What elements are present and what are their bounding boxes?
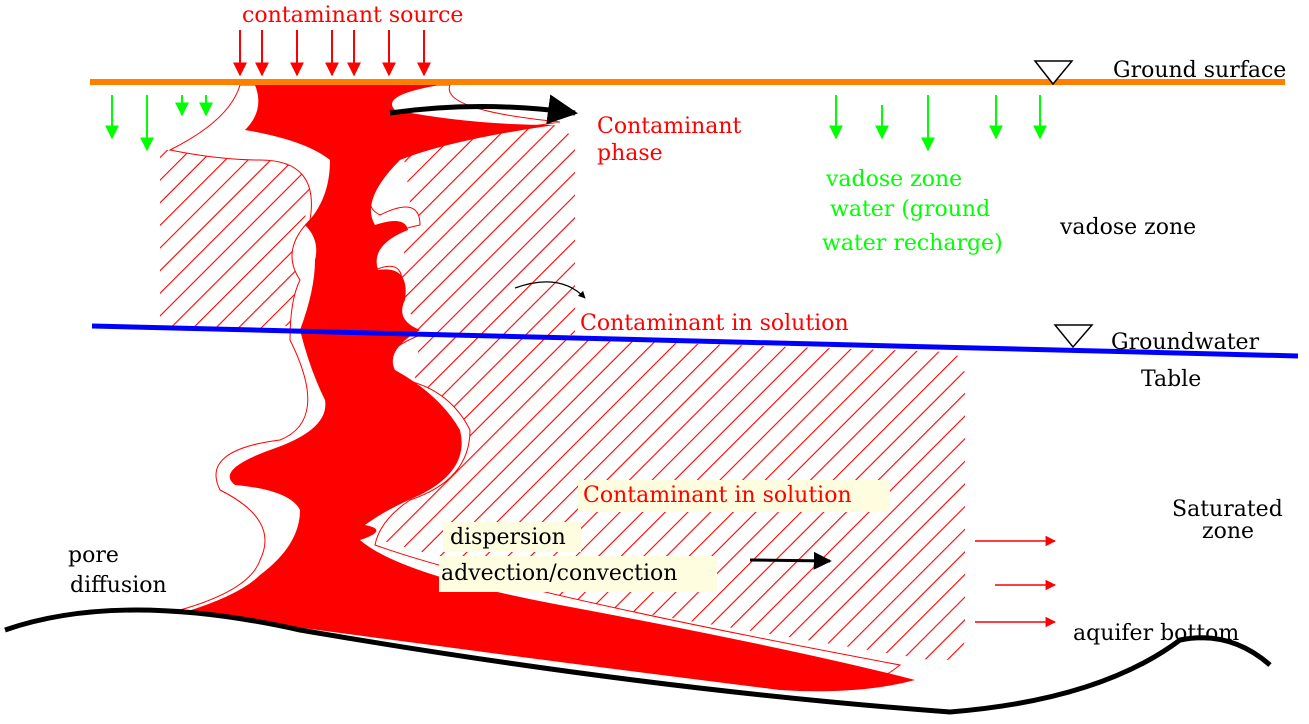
groundwater-label-2: Table <box>1141 367 1201 392</box>
dispersion-label: dispersion <box>450 525 566 550</box>
aquifer-bottom-line <box>4 607 1272 715</box>
contaminant-source-label: contaminant source <box>242 3 463 28</box>
vadose-solution-hatch <box>160 150 320 330</box>
contaminant-phase-label-1: Contaminant <box>597 114 742 139</box>
upper-solution-label: Contaminant in solution <box>580 311 849 336</box>
dispersion-label-box <box>443 522 581 552</box>
recharge-arrows <box>105 95 1047 152</box>
saturated-zone-label-2: zone <box>1202 519 1254 544</box>
contaminant-phase-label-2: phase <box>597 141 663 166</box>
pore-diffusion-label-2: diffusion <box>70 573 167 598</box>
outflow-arrows <box>975 535 1057 628</box>
advection-label-box <box>439 556 717 592</box>
contaminant-plume <box>185 85 915 692</box>
saturated-zone-label-1: Saturated <box>1172 497 1283 522</box>
groundwater-table-line <box>91 323 1299 359</box>
groundwater-label-1: Groundwater <box>1111 330 1260 355</box>
source-arrows <box>233 30 431 77</box>
surface-flow-arrow <box>389 94 578 125</box>
vadose-water-label-1: vadose zone <box>825 167 962 192</box>
groundwater-marker-icon <box>1053 324 1094 349</box>
vadose-water-label-3: water recharge) <box>822 231 1003 256</box>
advection-arrow <box>749 551 832 570</box>
lower-solution-label-box <box>578 480 890 512</box>
vadose-solution-hatch-right <box>400 125 575 335</box>
advection-label: advection/convection <box>441 561 677 586</box>
lower-solution-label: Contaminant in solution <box>583 483 852 508</box>
vadose-water-label-2: water (ground <box>830 197 990 222</box>
infiltration-arrow <box>514 281 586 299</box>
pore-diffusion-label-1: pore <box>68 543 119 568</box>
aquifer-bottom-label: aquifer bottom <box>1073 621 1239 646</box>
ground-surface-label: Ground surface <box>1113 58 1286 83</box>
ground-surface-marker-icon <box>1033 60 1074 86</box>
vadose-zone-label: vadose zone <box>1059 215 1196 240</box>
